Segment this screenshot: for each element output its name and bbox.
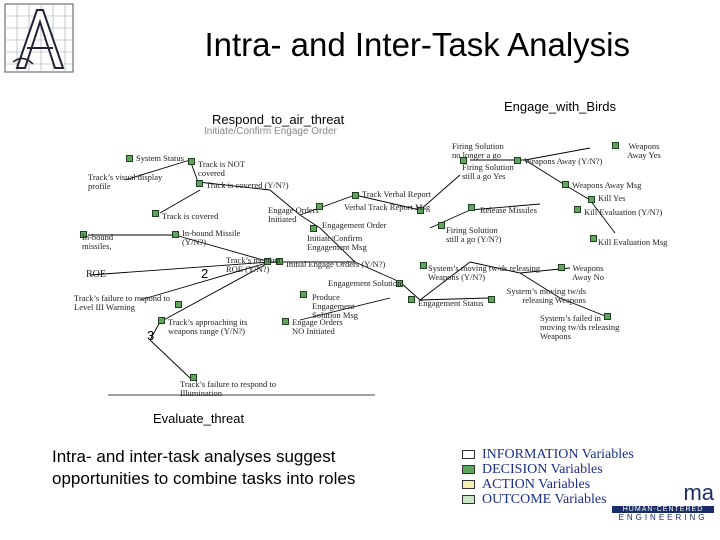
node-failure-level3 xyxy=(175,301,182,308)
node-weapons-away-yes xyxy=(612,142,619,149)
node-system-moving-yn xyxy=(420,262,427,269)
label-track-visual-display: Track’s visual display profile xyxy=(88,172,163,191)
legend-outcome: OUTCOME Variables xyxy=(462,493,634,507)
legend-information-label: INFORMATION Variables xyxy=(482,447,634,462)
node-release-missiles xyxy=(468,204,475,211)
node-system-moving-releasing xyxy=(488,296,495,303)
logo xyxy=(3,2,75,74)
label-initial-engage-orders: Initial Engage Orders (Y/N?) xyxy=(286,259,386,269)
label-weapons-away-msg: Weapons Away Msg xyxy=(572,180,642,190)
engage-with-birds-heading: Engage_with_Birds xyxy=(504,99,617,114)
node-weapons-away-yn xyxy=(514,157,521,164)
label-firing-solution-still-go-yes: Firing Solution still a go Yes xyxy=(462,162,514,181)
legend-information-swatch xyxy=(462,450,475,459)
label-kill-evaluation-msg: Kill Evaluation Msg xyxy=(598,237,668,247)
node-kill-yes xyxy=(588,196,595,203)
label-engage-orders-not-initiated: Engage Orders NO Initiated xyxy=(292,317,343,336)
label-engagement-solution: Engagement Solution xyxy=(328,278,402,288)
label-engagement-order: Engagement Order xyxy=(322,220,387,230)
label-inbound-missiles: In-bound missiles, xyxy=(82,232,114,251)
legend-decision-swatch xyxy=(462,465,475,474)
label-system-moving-releasing: System’s moving tw/ds releasing Weapons xyxy=(506,286,586,305)
node-produce-engagement-solution xyxy=(300,291,307,298)
node-track-verbal-report xyxy=(352,192,359,199)
node-meeting-roe xyxy=(264,258,271,265)
summary-text: Intra- and inter-task analyses suggest o… xyxy=(52,447,356,488)
legend-outcome-label: OUTCOME Variables xyxy=(482,492,607,507)
node-track-is-covered xyxy=(152,210,159,217)
label-track-not-covered: Track is NOT covered xyxy=(198,159,245,178)
label-kill-evaluation-yn: Kill Evaluation (Y/N?) xyxy=(584,207,663,217)
legend: INFORMATION Variables DECISION Variables… xyxy=(462,448,634,508)
label-verbal-track-report-msg: Verbal Track Report Msg xyxy=(344,202,431,212)
label-engagement-status: Engagement Status xyxy=(418,298,484,308)
legend-decision-label: DECISION Variables xyxy=(482,462,603,477)
node-inbound-missile-yn xyxy=(172,231,179,238)
label-weapons-away-no: Weapons Away No xyxy=(571,263,605,282)
label-roe: ROE xyxy=(86,269,106,280)
brand-line1: HUMAN-CENTERED xyxy=(612,506,714,513)
legend-decision: DECISION Variables xyxy=(462,463,634,477)
label-firing-solution-no-longer: Firing Solution no longer a go xyxy=(452,141,504,160)
marker-3: 3 xyxy=(147,328,155,343)
label-track-is-covered: Track is covered xyxy=(162,211,219,221)
label-firing-solution-still-go-yn: Firing Solution still a go (Y/N?) xyxy=(446,225,502,244)
label-system-status: System Status xyxy=(136,153,184,163)
node-approaching-range xyxy=(158,317,165,324)
node-track-not-covered xyxy=(188,158,195,165)
label-engage-orders-initiated: Engage Orders Initiated xyxy=(268,205,319,224)
brand-logo: ma HUMAN-CENTERED ENGINEERING xyxy=(612,482,714,522)
node-track-covered-yn xyxy=(196,180,203,187)
node-initial-engage-orders xyxy=(276,258,283,265)
node-engagement-status xyxy=(408,296,415,303)
label-kill-yes: Kill Yes xyxy=(598,193,626,203)
label-track-covered-yn: Track is covered (Y/N?) xyxy=(206,180,289,190)
node-weapons-away-msg xyxy=(562,181,569,188)
node-kill-evaluation-msg xyxy=(590,235,597,242)
node-inbound-missiles xyxy=(80,231,87,238)
label-failure-illumination: Track’s failure to respond to Illuminati… xyxy=(180,379,277,398)
label-release-missiles: Release Missiles xyxy=(480,205,537,215)
node-system-failed xyxy=(604,313,611,320)
node-failure-illumination xyxy=(190,374,197,381)
node-verbal-track-report-msg xyxy=(417,207,424,214)
label-initiate-confirm-engagement-msg: Initiate/Confirm Engagement Msg xyxy=(307,233,367,252)
evaluate-threat-heading: Evaluate_threat xyxy=(153,411,245,426)
node-engage-orders-not-initiated xyxy=(282,318,289,325)
legend-outcome-swatch xyxy=(462,495,475,504)
node-engagement-order xyxy=(310,225,317,232)
label-system-failed: System’s failed in moving tw/ds releasin… xyxy=(540,313,620,341)
label-produce-engagement-solution: Produce Engagement Solution Msg xyxy=(312,292,359,320)
label-weapons-away-yn: Weapons Away (Y/N?) xyxy=(524,156,603,166)
label-weapons-away-yes: Weapons Away Yes xyxy=(627,141,661,160)
label-failure-level3: Track’s failure to respond to Level III … xyxy=(74,293,171,312)
node-firing-solution-no-longer xyxy=(460,157,467,164)
node-firing-solution-still-go-yn xyxy=(438,222,445,229)
page-title: Intra- and Inter-Task Analysis xyxy=(204,26,630,63)
legend-information: INFORMATION Variables xyxy=(462,448,634,462)
node-engagement-solution xyxy=(396,280,403,287)
legend-action: ACTION Variables xyxy=(462,478,634,492)
node-kill-evaluation-yn xyxy=(574,206,581,213)
legend-action-swatch xyxy=(462,480,475,489)
legend-action-label: ACTION Variables xyxy=(482,477,591,492)
label-meeting-roe: Track’s meeting ROE (Y/N?) xyxy=(226,255,281,274)
label-inbound-missile-yn: In-bound Missile (Y/N?) xyxy=(182,228,241,247)
node-engage-orders-initiated xyxy=(316,203,323,210)
brand-line2: ENGINEERING xyxy=(618,513,708,522)
label-track-verbal-report: Track Verbal Report xyxy=(362,189,431,199)
node-weapons-away-no xyxy=(558,264,565,271)
label-approaching-range: Track’s approaching its weapons range (Y… xyxy=(168,317,248,336)
label-system-moving-yn: System’s moving tw/ds releasing Weapons … xyxy=(428,263,541,282)
marker-2: 2 xyxy=(201,266,209,281)
node-system-status xyxy=(126,155,133,162)
brand-letters: ma xyxy=(683,480,714,505)
respond-to-air-threat-heading: Respond_to_air_threat xyxy=(212,112,345,127)
initiate-confirm-engage-order-heading: Initiate/Confirm Engage Order xyxy=(204,126,337,137)
